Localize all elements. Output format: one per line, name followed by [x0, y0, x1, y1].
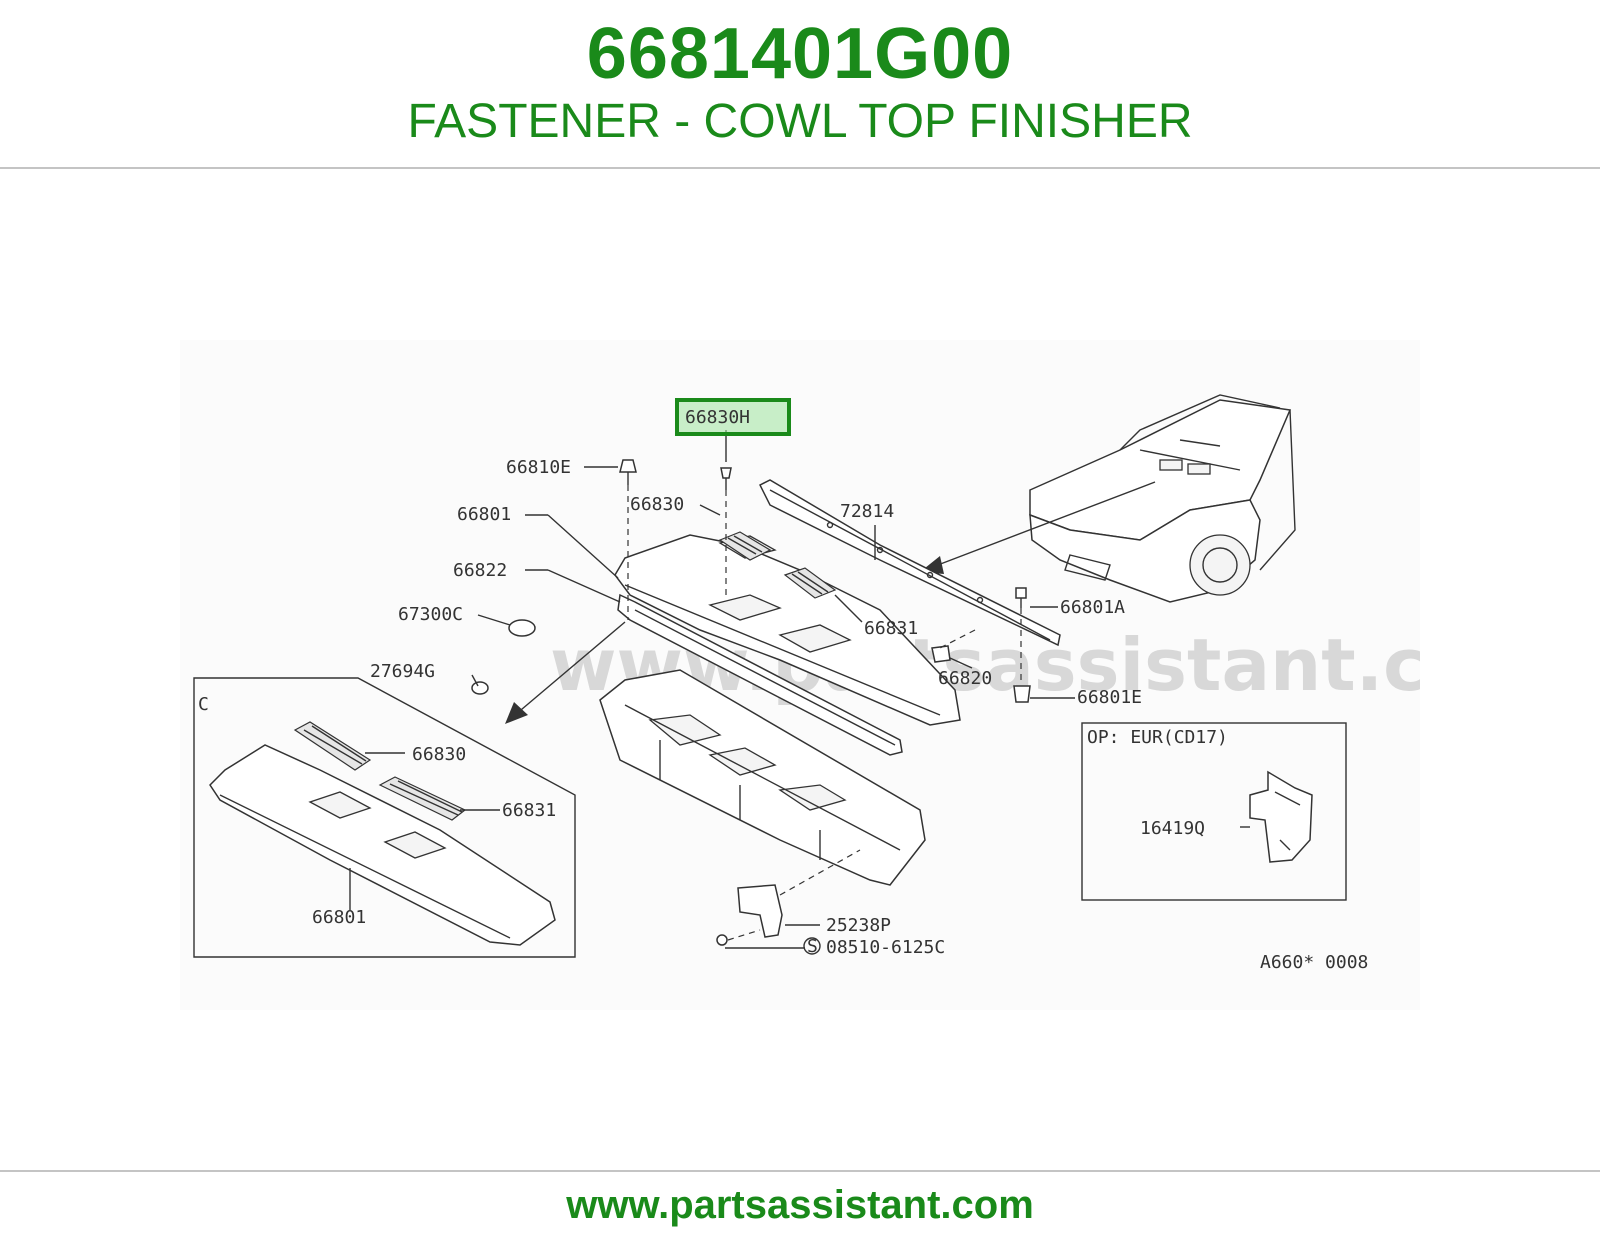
label-66831-main[interactable]: 66831 — [864, 618, 918, 639]
label-66810E[interactable]: 66810E — [506, 457, 571, 478]
leader-lines — [471, 430, 1075, 949]
s-marker-circle — [803, 937, 821, 955]
label-66801A[interactable]: 66801A — [1060, 597, 1125, 618]
part-66830-vent — [718, 531, 772, 561]
header-divider — [0, 167, 1600, 169]
fastener-66810E — [619, 459, 637, 485]
fastener-66801A — [1015, 587, 1027, 608]
plug-27694G — [471, 681, 489, 695]
parts-diagram: www.partsassistant.com — [180, 340, 1420, 1010]
label-08510-6125C[interactable]: 08510-6125C — [826, 937, 945, 958]
inset-box-op — [1081, 722, 1347, 901]
highlight-box — [675, 398, 791, 436]
label-16419Q[interactable]: 16419Q — [1140, 818, 1205, 839]
part-name-subtitle: FASTENER - COWL TOP FINISHER — [407, 95, 1193, 148]
bracket-25238P — [716, 884, 783, 946]
page-header: 6681401G00 FASTENER - COWL TOP FINISHER — [0, 0, 1600, 170]
label-66801-inset[interactable]: 66801 — [312, 907, 366, 928]
label-66830H[interactable]: 66830H — [685, 407, 750, 428]
footer-divider — [0, 1170, 1600, 1172]
label-66831-inset[interactable]: 66831 — [502, 800, 556, 821]
fastener-66830H — [720, 467, 732, 490]
assembly-lines — [627, 485, 1022, 941]
part-labels: 66830H 66810E 66830 66801 72814 66822 67… — [198, 407, 1368, 973]
part-66822-seal — [617, 593, 903, 756]
fastener-66801E — [1013, 685, 1031, 703]
inset-box-c — [193, 677, 576, 958]
part-number-title: 6681401G00 — [586, 14, 1014, 94]
part-cowl-panel — [599, 669, 926, 886]
cap-67300C — [508, 619, 536, 637]
clip-66820 — [931, 645, 951, 663]
label-66830-inset[interactable]: 66830 — [412, 744, 466, 765]
car-illustration — [1029, 394, 1296, 603]
label-66801E[interactable]: 66801E — [1077, 687, 1142, 708]
part-72814-strip — [758, 479, 1061, 647]
label-66820[interactable]: 66820 — [938, 668, 992, 689]
label-27694G[interactable]: 27694G — [370, 661, 435, 682]
footer-url-link[interactable]: www.partsassistant.com — [566, 1183, 1034, 1227]
label-inset-c: C — [198, 694, 209, 715]
label-25238P[interactable]: 25238P — [826, 915, 891, 936]
label-66822[interactable]: 66822 — [453, 560, 507, 581]
diagram-svg: www.partsassistant.com — [193, 394, 1420, 973]
part-66831-vent — [783, 567, 837, 599]
label-67300C[interactable]: 67300C — [398, 604, 463, 625]
label-s-marker: S — [807, 936, 818, 957]
label-72814[interactable]: 72814 — [840, 501, 894, 522]
label-op-eur: OP: EUR(CD17) — [1087, 727, 1228, 748]
label-66801-main[interactable]: 66801 — [457, 504, 511, 525]
label-66830-main[interactable]: 66830 — [630, 494, 684, 515]
label-diagram-code: A660* 0008 — [1260, 952, 1368, 973]
